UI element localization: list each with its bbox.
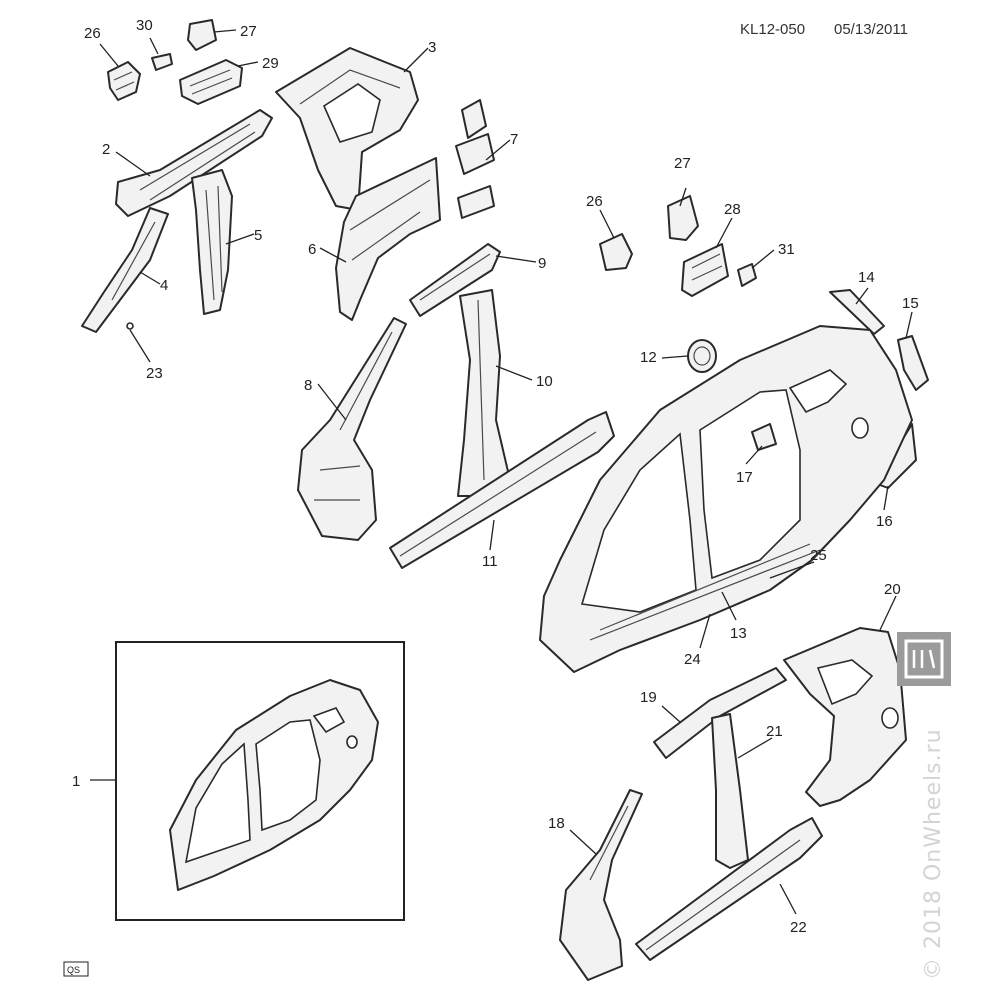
diagram-code: KL12-050 (740, 21, 805, 38)
callout-27-upper: 27 (240, 23, 257, 40)
callout-16: 16 (876, 513, 893, 530)
callout-numbers: 26 30 27 29 2 3 4 5 23 6 7 9 8 10 11 12 … (72, 17, 919, 936)
part-15 (897, 335, 929, 391)
part-9-roof-side-rail (409, 243, 501, 317)
part-2-roof-rail (115, 109, 273, 217)
leader-lines (90, 29, 913, 915)
callout-29: 29 (262, 55, 279, 72)
callout-21: 21 (766, 723, 783, 740)
callout-15: 15 (902, 295, 919, 312)
callout-18: 18 (548, 815, 565, 832)
callout-14: 14 (858, 269, 875, 286)
callout-19: 19 (640, 689, 657, 706)
callout-28: 28 (724, 201, 741, 218)
part-21-b-pillar-outer (711, 713, 749, 869)
part-5-b-pillar-inner (191, 169, 233, 315)
callout-3: 3 (428, 39, 436, 56)
callout-17: 17 (736, 469, 753, 486)
callout-26-upper: 26 (84, 25, 101, 42)
diagram-date: 05/13/2011 (834, 21, 908, 38)
callout-30: 30 (136, 17, 153, 34)
callout-25: 25 (810, 547, 827, 564)
callout-31: 31 (778, 241, 795, 258)
view-tag-box (63, 961, 89, 977)
part-17 (751, 423, 777, 451)
part-19-roof-outer-rail (653, 667, 787, 759)
part-20-quarter-outer (783, 627, 907, 807)
callout-2: 2 (102, 141, 110, 158)
part-14 (829, 289, 885, 335)
callout-11: 11 (482, 553, 498, 570)
part-22-rocker-outer (635, 817, 823, 961)
part-13-body-side-outer (539, 325, 913, 673)
callout-6: 6 (308, 241, 316, 258)
part-7-bracket (455, 99, 495, 219)
callout-23: 23 (146, 365, 163, 382)
view-tag: QS (67, 965, 80, 975)
part-31 (737, 263, 757, 287)
callout-13: 13 (730, 625, 747, 642)
part-4-a-pillar (81, 207, 169, 333)
part-29 (179, 59, 243, 105)
part-10-b-pillar-reinf (457, 289, 511, 497)
part-6-wheelhouse-inner (335, 157, 441, 321)
watermark: © 2018 OnWheels.ru (921, 728, 946, 980)
part-18-a-pillar-outer (559, 789, 643, 981)
part-1-body-side-assembly (169, 679, 379, 891)
part-27-upper (187, 19, 217, 51)
callout-5: 5 (254, 227, 262, 244)
part-27-lower (667, 195, 699, 241)
callout-9: 9 (538, 255, 546, 272)
part-26-lower (599, 233, 633, 271)
callout-20: 20 (884, 581, 901, 598)
callout-10: 10 (536, 373, 553, 390)
callout-1: 1 (72, 773, 80, 790)
callout-27-lower: 27 (674, 155, 691, 172)
callout-4: 4 (160, 277, 168, 294)
callout-12: 12 (640, 349, 657, 366)
part-30 (151, 53, 173, 71)
callout-24: 24 (684, 651, 701, 668)
callout-7: 7 (510, 131, 518, 148)
part-28 (681, 243, 729, 297)
callout-8: 8 (304, 377, 312, 394)
part-11-rocker-inner (389, 411, 615, 569)
part-8-front-pillar-inner (297, 317, 407, 541)
part-23-clip (126, 322, 134, 330)
assembly-inset-frame (115, 641, 405, 921)
part-3-quarter-inner-upper (275, 47, 419, 211)
gm-logo-icon (897, 632, 951, 686)
callout-26-lower: 26 (586, 193, 603, 210)
callout-22: 22 (790, 919, 807, 936)
part-26-upper (107, 61, 141, 101)
part-12-fuel-door (687, 339, 717, 373)
